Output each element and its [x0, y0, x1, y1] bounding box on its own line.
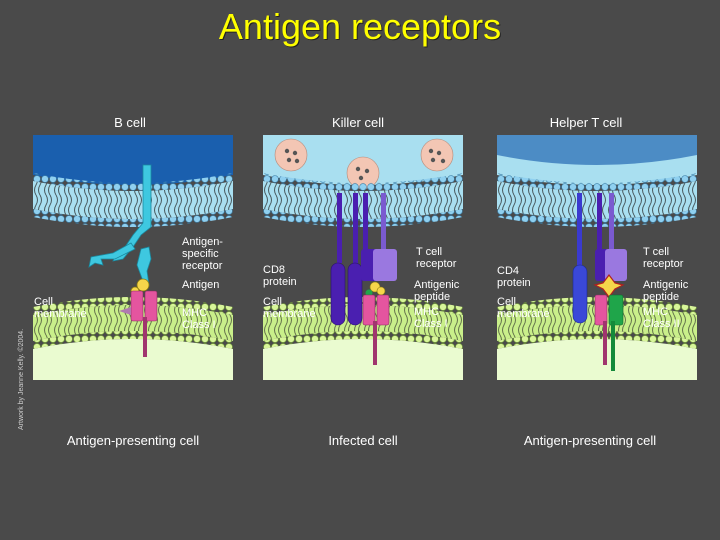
footer-bcell: Antigen-presenting cell: [66, 433, 200, 448]
label-antigenic-peptide-helper: Antigenic peptide: [643, 279, 689, 303]
mhc-class1-killer: [362, 294, 390, 365]
panel-killer-cell: [263, 135, 463, 380]
footer-killer-cell: Infected cell: [328, 433, 398, 448]
label-antigen-specific-receptor: Antigen- specific receptor: [182, 236, 223, 272]
bcell-receptor: [88, 164, 152, 286]
label-cd8-protein: CD8 protein: [263, 264, 297, 288]
panel-helper-tcell: [497, 135, 697, 380]
header-bcell: B cell: [114, 115, 146, 130]
label-mhc-class1-bcell: MHC Class I: [182, 307, 216, 331]
label-cell-membrane-bcell: Cell membrane: [34, 296, 87, 320]
label-antigen: Antigen: [182, 279, 220, 291]
mhc-class2-helper: [594, 294, 624, 371]
label-tcell-receptor-helper: T cell receptor: [643, 246, 684, 270]
slide-title: Antigen receptors: [218, 6, 502, 47]
label-cell-membrane-helper: Cell membrane: [497, 296, 550, 320]
t-cell-receptor-killer: [361, 193, 397, 281]
cd4-protein: [572, 193, 588, 324]
mhc-class1-bcell: [119, 290, 158, 357]
header-killer-cell: Killer cell: [331, 115, 384, 130]
antigenic-peptide-killer: [365, 281, 386, 297]
label-cell-membrane-killer: Cell membrane: [263, 296, 316, 320]
footer-helper-tcell: Antigen-presenting cell: [523, 433, 657, 448]
antigenic-peptide-helper: [593, 274, 625, 298]
infected-cytoplasm: [263, 339, 463, 380]
apc-cytoplasm: [33, 339, 233, 380]
header-helper-tcell: Helper T cell: [549, 115, 623, 130]
label-antigenic-peptide-killer: Antigenic peptide: [414, 279, 460, 303]
label-tcell-receptor-killer: T cell receptor: [416, 246, 457, 270]
label-mhc-class1-killer: MHC Class I: [414, 306, 448, 330]
artwork-credit: Artwork by Jeanne Kelly. ©2004.: [18, 328, 25, 430]
apc-helper-cytoplasm: [497, 339, 697, 380]
label-cd4-protein: CD4 protein: [497, 265, 531, 289]
panel-bcell: [33, 135, 233, 380]
cd8-protein: [330, 193, 363, 326]
label-mhc-class2-helper: MHC Class II: [643, 306, 680, 330]
t-cell-receptor-helper: [595, 193, 627, 281]
